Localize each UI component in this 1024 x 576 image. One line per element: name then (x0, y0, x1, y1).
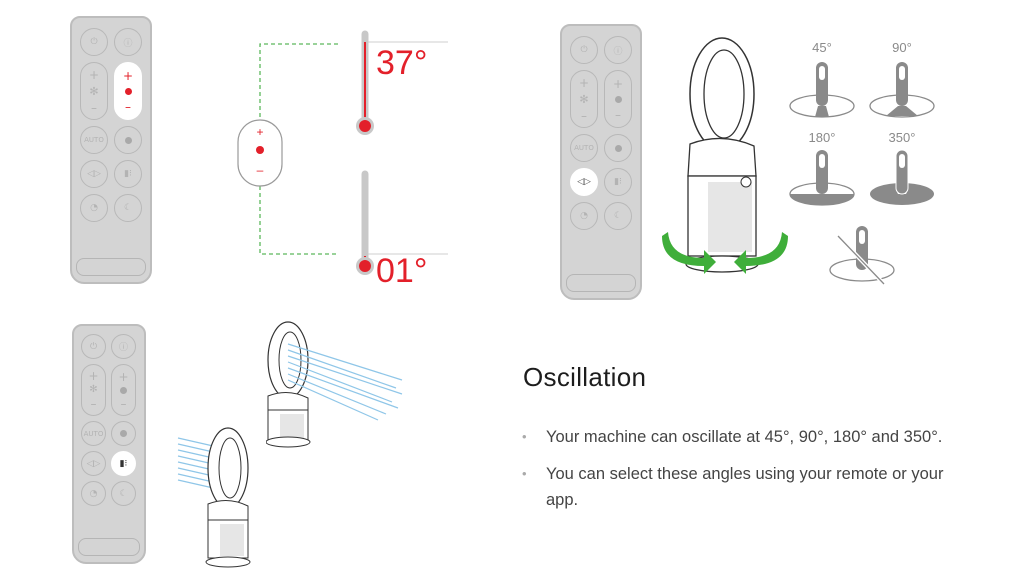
angle-label-45: 45° (812, 40, 832, 55)
remote-control-temperature: ⏻ ⓘ + ✻ – + – AUTO ◁▷ ▮⁝ ◔ ☾ (70, 16, 152, 284)
timer-icon: ◔ (90, 203, 98, 213)
heat-dot-icon (124, 87, 132, 95)
fan-icon: ✻ (89, 84, 99, 98)
power-button: ⏻ (80, 28, 108, 56)
airflow-direction-button-highlighted: ▮⁝ (111, 451, 136, 476)
angle-label-350: 350° (888, 130, 916, 145)
auto-button: AUTO (80, 126, 108, 154)
info-button: ⓘ (114, 28, 142, 56)
heat-button (604, 134, 632, 162)
purifier-back-airflow-illustration (266, 321, 403, 448)
oscillation-button: ◁▷ (80, 160, 108, 188)
fan-speed-control: + ✻ – (570, 70, 598, 128)
heat-button (111, 421, 136, 446)
dot-icon (614, 144, 622, 152)
temperature-control: + – (604, 70, 632, 128)
timer-button: ◔ (570, 202, 598, 230)
timer-button: ◔ (81, 481, 106, 506)
angle-45-icon (789, 62, 855, 118)
oscillation-icon: ◁▷ (577, 177, 591, 187)
power-button: ⏻ (570, 36, 598, 64)
airflow-direction-button: ▮⁝ (604, 168, 632, 196)
airflow-icon: ▮⁝ (119, 458, 128, 469)
bullet-item: •Your machine can oscillate at 45°, 90°,… (522, 424, 962, 450)
max-temperature-label: 37° (376, 44, 428, 82)
purifier-oscillating-illustration (662, 37, 788, 274)
dot-icon (614, 95, 622, 103)
power-button: ⏻ (81, 334, 106, 359)
temperature-control: + – (111, 364, 136, 416)
angle-90-icon (869, 62, 935, 118)
info-button: ⓘ (111, 334, 136, 359)
auto-button: AUTO (81, 421, 106, 446)
svg-text:–: – (257, 163, 264, 177)
remote-control-oscillation: ⏻ ⓘ + ✻ – + – AUTO ◁▷ ▮⁝ ◔ ☾ (560, 24, 642, 300)
thermometer-low (356, 170, 448, 275)
bullet-dot: • (522, 429, 527, 444)
min-temperature-label: 01° (376, 252, 428, 290)
airflow-icon: ▮⁝ (614, 177, 622, 187)
oscillation-icon: ◁▷ (86, 458, 101, 469)
feature-bullet-list: •Your machine can oscillate at 45°, 90°,… (522, 424, 962, 524)
angle-180-icon (789, 150, 855, 206)
moon-icon: ☾ (613, 211, 623, 221)
oscillation-button: ◁▷ (81, 451, 106, 476)
svg-text:+: + (256, 125, 263, 139)
dot-icon (120, 386, 127, 394)
fan-speed-control: + ✻ – (80, 62, 108, 120)
timer-icon: ◔ (89, 488, 98, 499)
auto-button: AUTO (570, 134, 598, 162)
airflow-icon: ▮⁝ (124, 169, 132, 179)
angle-label-180: 180° (808, 130, 836, 145)
fan-icon: ✻ (89, 384, 98, 396)
remote-base (78, 538, 140, 556)
night-mode-button: ☾ (111, 481, 136, 506)
night-mode-button: ☾ (604, 202, 632, 230)
moon-icon: ☾ (123, 203, 133, 213)
moon-icon: ☾ (119, 488, 128, 499)
oscillation-icon: ◁▷ (87, 169, 101, 179)
angle-350-icon (870, 149, 934, 205)
timer-button: ◔ (80, 194, 108, 222)
airflow-direction-button: ▮⁝ (114, 160, 142, 188)
section-title: Oscillation (523, 362, 647, 392)
temperature-control-highlighted: + – (114, 62, 142, 120)
temperature-range-diagram: + – (237, 43, 338, 255)
bullet-dot: • (522, 466, 527, 481)
purifier-front-airflow-illustration (177, 427, 251, 568)
oscillation-button-highlighted: ◁▷ (570, 168, 598, 196)
night-mode-button: ☾ (114, 194, 142, 222)
timer-icon: ◔ (580, 211, 588, 221)
bullet-item: •You can select these angles using your … (522, 461, 962, 513)
remote-control-airflow: ⏻ ⓘ + ✻ – + – AUTO ◁▷ ▮⁝ ◔ ☾ (72, 324, 146, 564)
dot-icon (124, 136, 132, 144)
heat-button (114, 126, 142, 154)
remote-base (76, 258, 146, 276)
thermometer-high (356, 30, 448, 135)
dot-icon (120, 430, 127, 437)
info-button: ⓘ (604, 36, 632, 64)
fan-icon: ✻ (579, 92, 589, 106)
oscillation-off-icon (829, 226, 895, 286)
angle-label-90: 90° (892, 40, 912, 55)
remote-base (566, 274, 636, 292)
fan-speed-control: + ✻ – (81, 364, 106, 416)
